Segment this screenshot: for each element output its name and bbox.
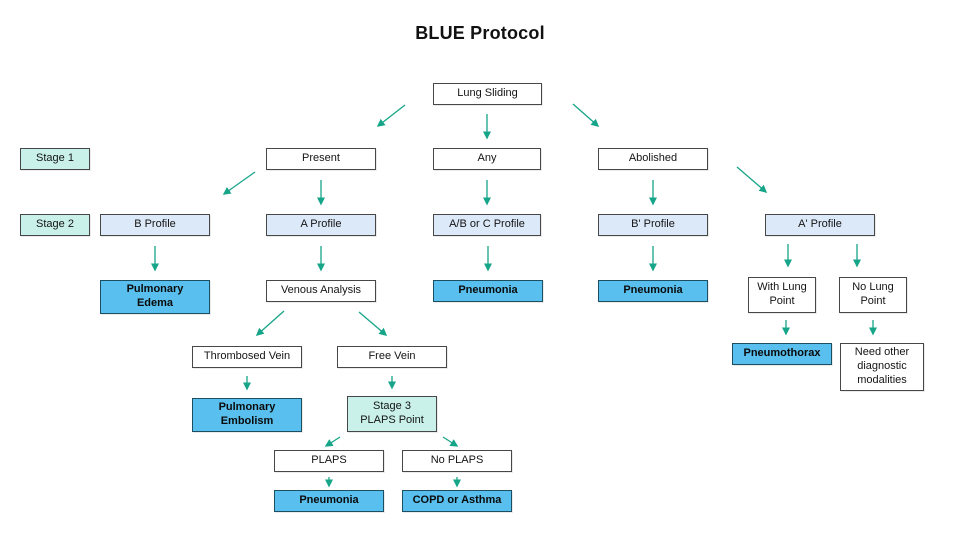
node-plaps: PLAPS [274, 450, 384, 472]
edge-venous-analysis-to-thrombosed-vein [255, 310, 285, 336]
node-lung-sliding: Lung Sliding [433, 83, 542, 105]
edge-lung-sliding-to-present [376, 104, 406, 127]
node-free-vein: Free Vein [337, 346, 447, 368]
node-venous-analysis: Venous Analysis [266, 280, 376, 302]
node-pneumothorax: Pneumothorax [732, 343, 832, 365]
node-pneumonia-bprime: Pneumonia [598, 280, 708, 302]
node-present: Present [266, 148, 376, 170]
edge-lung-sliding-to-abolished [572, 103, 600, 127]
node-a-profile: A Profile [266, 214, 376, 236]
edge-venous-analysis-to-free-vein [358, 311, 388, 336]
node-need-other-diagnostic-modalities: Need other diagnostic modalities [840, 343, 924, 391]
node-stage-1: Stage 1 [20, 148, 90, 170]
node-no-plaps: No PLAPS [402, 450, 512, 472]
node-pneumonia-plaps: Pneumonia [274, 490, 384, 512]
node-copd-or-asthma: COPD or Asthma [402, 490, 512, 512]
edge-present-to-b-profile [222, 171, 256, 195]
diagram-title: BLUE Protocol [415, 23, 545, 43]
node-aprime-profile: A' Profile [765, 214, 875, 236]
node-abc-profile: A/B or C Profile [433, 214, 541, 236]
node-thrombosed-vein: Thrombosed Vein [192, 346, 302, 368]
node-with-lung-point: With Lung Point [748, 277, 816, 313]
node-any: Any [433, 148, 541, 170]
node-abolished: Abolished [598, 148, 708, 170]
node-pulmonary-edema: Pulmonary Edema [100, 280, 210, 314]
node-pulmonary-embolism: Pulmonary Embolism [192, 398, 302, 432]
edge-abolished-to-aprime-profile [736, 166, 768, 193]
edge-stage3-to-no-plaps [442, 436, 459, 447]
node-no-lung-point: No Lung Point [839, 277, 907, 313]
node-b-profile: B Profile [100, 214, 210, 236]
node-stage-3-plaps-point: Stage 3 PLAPS Point [347, 396, 437, 432]
node-pneumonia-abc: Pneumonia [433, 280, 543, 302]
node-stage-2: Stage 2 [20, 214, 90, 236]
node-bprime-profile: B' Profile [598, 214, 708, 236]
edge-stage3-to-plaps [324, 436, 341, 447]
